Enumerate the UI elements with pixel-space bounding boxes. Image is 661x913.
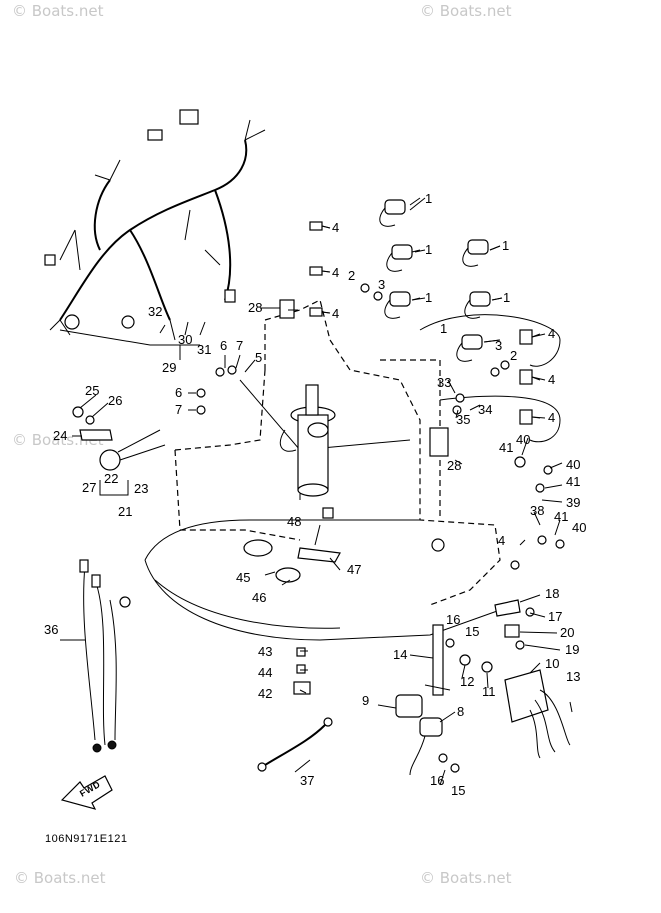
callout-16: 16 [430, 773, 444, 788]
callout-7: 7 [175, 402, 182, 417]
callout-4: 4 [548, 326, 555, 341]
callout-40: 40 [566, 457, 580, 472]
callout-22: 22 [104, 471, 118, 486]
wire-lead-36 [79, 559, 131, 753]
callout-16: 16 [446, 612, 460, 627]
callout-46: 46 [252, 590, 266, 605]
watermark-top-right: © Boats.net [420, 2, 512, 20]
callout-28: 28 [248, 300, 262, 315]
wiring-harness [44, 109, 266, 346]
callout-47: 47 [347, 562, 361, 577]
callout-18: 18 [545, 586, 559, 601]
watermark-bottom-left: © Boats.net [14, 869, 106, 887]
callout-42: 42 [258, 686, 272, 701]
watermark-top-left: © Boats.net [12, 2, 104, 20]
callout-43: 43 [258, 644, 272, 659]
callout-30: 30 [178, 332, 192, 347]
callout-3: 3 [378, 277, 385, 292]
diagram-code: 106N9171E121 [45, 833, 127, 845]
callout-35: 35 [456, 412, 470, 427]
callout-numbers: 1 1 1 1 1 1 2 2 3 3 4 4 4 4 4 4 5 6 6 7 … [44, 191, 586, 798]
rectifier-and-relay [395, 599, 571, 776]
callout-10: 10 [545, 656, 559, 671]
callout-8: 8 [457, 704, 464, 719]
callout-1: 1 [440, 321, 447, 336]
callout-21: 21 [118, 504, 132, 519]
callout-4: 4 [498, 533, 505, 548]
leader-lines [60, 197, 573, 786]
callout-4: 4 [548, 372, 555, 387]
callout-39: 39 [566, 495, 580, 510]
ignition-coils [379, 197, 503, 362]
engine-outline [144, 299, 501, 641]
callout-9: 9 [362, 693, 369, 708]
callout-25: 25 [85, 383, 99, 398]
watermark-bottom-right: © Boats.net [420, 869, 512, 887]
callout-28: 28 [447, 458, 461, 473]
callout-4: 4 [332, 265, 339, 280]
callout-38: 38 [530, 503, 544, 518]
callout-32: 32 [148, 304, 162, 319]
callout-13: 13 [566, 669, 580, 684]
callout-40: 40 [572, 520, 586, 535]
callout-3: 3 [495, 338, 502, 353]
callout-41: 41 [554, 509, 568, 524]
callout-41: 41 [566, 474, 580, 489]
callout-5: 5 [255, 350, 262, 365]
callout-2: 2 [348, 268, 355, 283]
ignition-coil [279, 384, 336, 497]
callout-1: 1 [502, 238, 509, 253]
callout-29: 29 [162, 360, 176, 375]
callout-1: 1 [425, 242, 432, 257]
callout-48: 48 [287, 514, 301, 529]
callout-24: 24 [53, 428, 67, 443]
callout-31: 31 [197, 342, 211, 357]
callout-6: 6 [220, 338, 227, 353]
callout-1: 1 [425, 191, 432, 206]
plug-caps [309, 221, 561, 443]
callout-27: 27 [82, 480, 96, 495]
fasteners [196, 283, 565, 570]
callout-20: 20 [560, 625, 574, 640]
callout-36: 36 [44, 622, 58, 637]
callout-4: 4 [548, 410, 555, 425]
callout-12: 12 [460, 674, 474, 689]
callout-26: 26 [108, 393, 122, 408]
callout-1: 1 [425, 290, 432, 305]
callout-6: 6 [175, 385, 182, 400]
callout-23: 23 [134, 481, 148, 496]
callout-45: 45 [236, 570, 250, 585]
callout-11: 11 [482, 684, 496, 699]
bracket-assembly-left [72, 406, 166, 496]
callout-1: 1 [503, 290, 510, 305]
callout-15: 15 [465, 624, 479, 639]
callout-17: 17 [548, 609, 562, 624]
callout-2: 2 [510, 348, 517, 363]
sensor-parts-lower [243, 507, 341, 695]
callout-19: 19 [565, 642, 579, 657]
callout-33: 33 [437, 375, 451, 390]
callout-7: 7 [236, 338, 243, 353]
callout-40: 40 [516, 432, 530, 447]
callout-34: 34 [478, 402, 492, 417]
fwd-arrow: FWD [60, 775, 113, 810]
callout-41: 41 [499, 440, 513, 455]
callout-44: 44 [258, 665, 272, 680]
callout-14: 14 [393, 647, 407, 662]
wire-lead-37 [257, 717, 333, 772]
callout-37: 37 [300, 773, 314, 788]
callout-4: 4 [332, 306, 339, 321]
callout-15: 15 [451, 783, 465, 798]
callout-4: 4 [332, 220, 339, 235]
